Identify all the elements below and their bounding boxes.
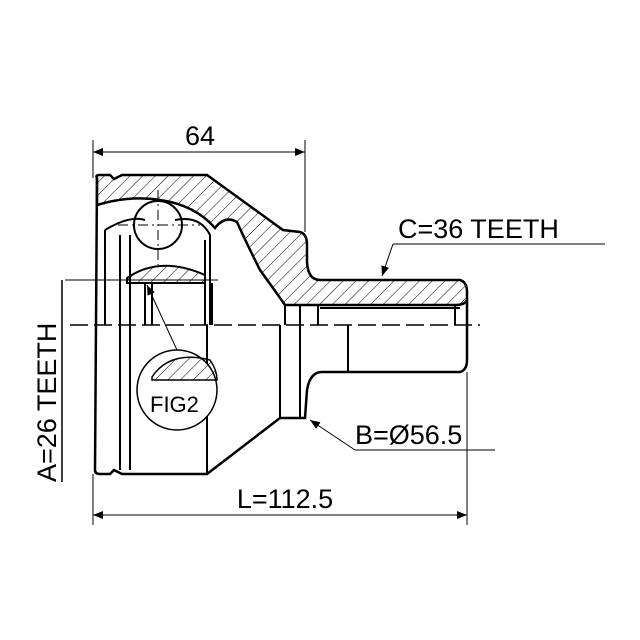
dim-width-64: 64 [185,121,215,151]
fig2-label: FIG2 [150,392,199,417]
dim-spline-a: A=26 TEETH [32,323,62,482]
dim-length: L=112.5 [237,484,333,514]
dim-spline-c: C=36 TEETH [398,214,559,244]
dim-diameter-b: B=Ø56.5 [355,420,462,450]
housing-section-hatch [95,173,469,307]
housing-outline [93,177,469,476]
